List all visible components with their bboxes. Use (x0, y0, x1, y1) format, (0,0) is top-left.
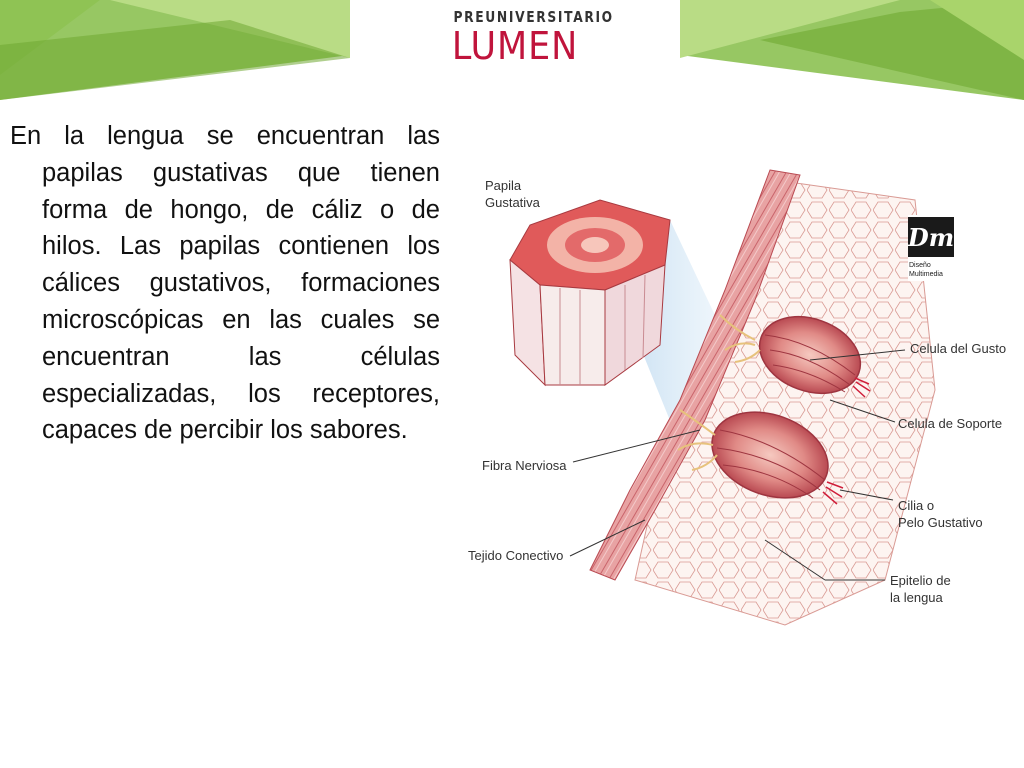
papila-block (509, 199, 671, 387)
label-papila-1: Papila (485, 178, 522, 193)
label-celula-gusto: Celula del Gusto (910, 341, 1006, 356)
logo-main-text: LUMEN (451, 24, 579, 68)
taste-bud-upper (719, 314, 871, 398)
label-cilia-1: Cilia o (898, 498, 934, 513)
logo-top-text: PREUNIVERSITARIO (453, 8, 614, 26)
leader-lines (569, 349, 906, 581)
dm-line1: Diseño (909, 262, 931, 269)
label-celula-soporte: Celula de Soporte (898, 416, 1002, 431)
lumen-logo: PREUNIVERSITARIO LUMEN (440, 8, 614, 70)
label-tejido-conectivo: Tejido Conectivo (468, 548, 563, 563)
taste-bud-diagram: Papila Gustativa Celula del Gusto Celula… (468, 169, 1006, 626)
body-paragraph: En la lengua se encuentran las papilas g… (10, 122, 440, 445)
label-epitelio-1: Epitelio de (890, 573, 951, 588)
header-decoration (0, 0, 1024, 100)
dm-initials: Dm (907, 223, 954, 252)
dm-line2: Multimedia (909, 271, 943, 278)
connective-tissue (589, 169, 801, 581)
label-epitelio-2: la lengua (890, 590, 944, 605)
dm-badge: Dm Diseño Multimedia (907, 215, 954, 281)
label-fibra-nerviosa: Fibra Nerviosa (482, 458, 567, 473)
label-papila-2: Gustativa (485, 195, 541, 210)
label-cilia-2: Pelo Gustativo (898, 515, 983, 530)
taste-bud-lower (677, 409, 844, 505)
